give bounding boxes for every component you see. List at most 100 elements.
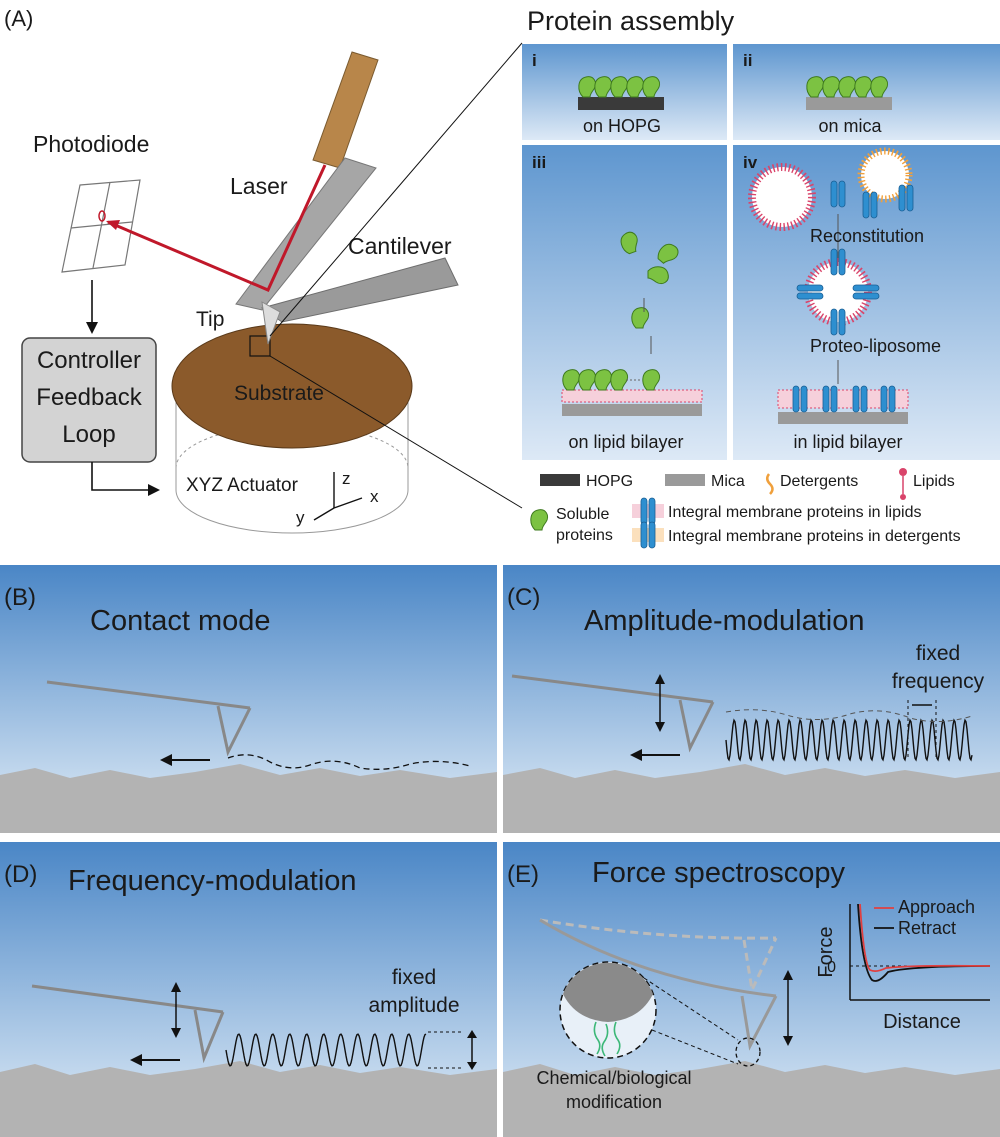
panel-c-frequency-marker: [907, 700, 937, 758]
tip-magnifier: [559, 961, 657, 1059]
panel-c-oscillation: [725, 718, 973, 762]
controller-line-2: Feedback: [36, 384, 142, 411]
panel-c-note-1: fixed: [916, 642, 960, 665]
laser-beam: [107, 164, 327, 292]
proteo-liposome-label: Proteo-liposome: [810, 336, 941, 356]
legend-soluble-2: proteins: [556, 527, 613, 544]
substrate-label: Substrate: [234, 382, 324, 405]
panel-ii-caption: on mica: [818, 116, 882, 136]
liposome: [748, 163, 816, 231]
laser-label: Laser: [230, 173, 288, 199]
legend-imp-detergents: Integral membrane proteins in detergents: [668, 528, 961, 545]
modification-line-1: Chemical/biological: [536, 1068, 691, 1088]
panel-b-cantilever: [46, 680, 252, 757]
legend-soluble-1: Soluble: [556, 506, 609, 523]
legend-hopg-swatch: [540, 474, 580, 486]
tip-label: Tip: [196, 308, 224, 331]
axis-y-label: y: [296, 508, 305, 527]
zero-tick-label: 0: [827, 959, 836, 976]
legend-mica: Mica: [711, 473, 745, 490]
panel-i-num: i: [532, 51, 537, 70]
legend: HOPG Mica Detergents Lipids Soluble prot…: [530, 468, 961, 549]
hopg-block: [578, 97, 664, 110]
legend-detergents: Detergents: [780, 473, 858, 490]
panel-c-note-2: frequency: [892, 670, 985, 693]
panel-iv-caption: in lipid bilayer: [793, 432, 902, 452]
panel-e-cantilever-up: [539, 918, 778, 996]
photodiode: [61, 179, 141, 273]
panel-d-oscillation: [225, 1033, 427, 1067]
tip-shape: [261, 301, 281, 345]
axis-z-label: z: [342, 469, 351, 488]
legend-detergent-icon: [766, 473, 774, 495]
force-plot: [849, 903, 991, 1001]
proteo-liposome: [804, 258, 872, 326]
panel-a: (A) Photodiode Controller Feedback Loop …: [4, 6, 523, 534]
reconstitution-label: Reconstitution: [810, 226, 924, 246]
panel-c-vertical-arrow: [655, 674, 665, 732]
axis-x-label: x: [370, 487, 379, 506]
panel-d-vertical-arrow: [171, 982, 181, 1038]
mica-block: [806, 97, 892, 110]
legend-soluble-icon: [530, 509, 549, 531]
soluble-proteins-i: [578, 76, 661, 98]
panel-e: (E) Force spectroscopy Che: [503, 842, 1000, 1137]
legend-imp-lipids-icon: [632, 497, 664, 525]
panel-b: (B) Contact mode: [0, 565, 497, 833]
bilayer-iii: [561, 389, 703, 416]
distance-axis-label: Distance: [883, 1011, 961, 1033]
legend-hopg: HOPG: [586, 473, 633, 490]
actuator-label: XYZ Actuator: [186, 475, 299, 496]
panel-c-title: Amplitude-modulation: [584, 605, 864, 637]
panel-iii-num: iii: [532, 153, 546, 172]
legend-imp-detergents-icon: [632, 521, 664, 549]
zoom-box: [249, 335, 271, 357]
tip-highlight: [735, 1037, 761, 1067]
controller-line-3: Loop: [62, 421, 115, 448]
controller-box: [21, 337, 157, 463]
soluble-proteins-ii: [806, 76, 889, 98]
panel-d-amplitude-marker: [428, 1031, 464, 1069]
force-axis-label: Force: [815, 926, 837, 977]
legend-imp-lipids: Integral membrane proteins in lipids: [668, 504, 921, 521]
controller-line-1: Controller: [37, 347, 141, 374]
panel-e-title: Force spectroscopy: [592, 857, 846, 889]
panel-e-vertical-arrow: [783, 970, 793, 1046]
panel-b-trace: [227, 754, 471, 770]
retract-curve: [857, 903, 991, 982]
panel-d-surface: [0, 1061, 497, 1137]
panel-ii-num: ii: [743, 51, 752, 70]
panel-b-label: (B): [4, 584, 36, 611]
panel-d-title: Frequency-modulation: [68, 865, 357, 897]
panel-b-title: Contact mode: [90, 605, 271, 637]
legend-mica-swatch: [665, 474, 705, 486]
panel-d-amplitude-arrow: [467, 1030, 477, 1070]
approach-label: Approach: [898, 897, 975, 917]
retract-label: Retract: [898, 918, 956, 938]
panel-d-cantilever: [31, 984, 225, 1064]
panel-e-cantilever: [539, 918, 778, 1051]
cantilever-chip: [235, 157, 377, 311]
laser-body: [312, 51, 379, 169]
approach-curve: [859, 903, 991, 973]
protein-assembly: Protein assembly i on HOPG ii on mica ii…: [522, 6, 1000, 460]
axes-icon: [313, 472, 363, 521]
bilayer-iv: [777, 385, 909, 424]
modification-line-2: modification: [566, 1092, 662, 1112]
panel-a-label: (A): [4, 6, 33, 31]
cantilever-label: Cantilever: [348, 233, 452, 259]
panel-c-label: (C): [507, 584, 540, 611]
panel-i-caption: on HOPG: [583, 116, 661, 136]
panel-iii-caption: on lipid bilayer: [568, 432, 683, 452]
substrate-disc: [171, 323, 413, 449]
assembly-title: Protein assembly: [527, 6, 735, 36]
panel-d-note-1: fixed: [392, 966, 436, 989]
panel-b-surface: [0, 764, 497, 833]
panel-e-surface: [503, 1061, 1000, 1137]
panel-c-surface: [503, 764, 1000, 833]
panel-d: (D) Frequency-modulation fixed amplitude: [0, 842, 497, 1137]
panel-c: (C) Amplitude-modulation fixed frequency: [503, 565, 1000, 833]
panel-c-cantilever: [511, 674, 715, 753]
detergent-micelle: [857, 147, 913, 203]
